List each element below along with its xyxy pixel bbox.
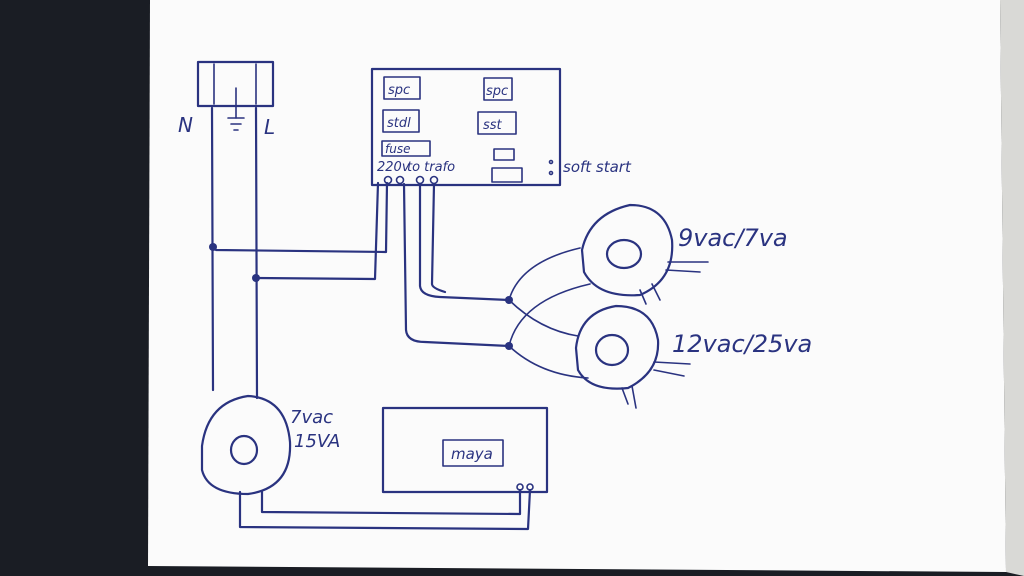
junction-neutral (209, 243, 217, 251)
maya-label: maya (451, 445, 493, 463)
toroid-transformer-12vac (574, 304, 691, 409)
toroid-3-voltage: 7vac (290, 407, 333, 428)
spc-box-right (483, 77, 513, 101)
controller-board (370, 67, 562, 187)
softstart-relay-small (493, 148, 515, 161)
paper-shadow-edge (1000, 0, 1024, 576)
stdl-label: stdl (387, 116, 411, 131)
toroid-2-rating: 12vac/25va (672, 330, 812, 358)
screw-terminal-2 (395, 175, 405, 185)
sst-label: sst (483, 118, 503, 133)
sst-box (477, 111, 517, 135)
line-wire (254, 106, 259, 400)
softstart-label: soft start (563, 158, 632, 176)
toroid-3-rating: 15VA (294, 431, 340, 452)
wire-trafo-a (418, 182, 511, 302)
toroid-1-rating: 9vac/7va (678, 224, 788, 252)
spc-label-right: spc (486, 84, 508, 99)
spc-label-left: spc (388, 83, 410, 98)
wire-trafo-c (402, 182, 511, 348)
wire-7vac-b (260, 488, 522, 516)
line-label: L (264, 115, 275, 139)
wire-trafo-b (430, 182, 447, 294)
fuse-box (381, 140, 431, 157)
toroid-transformer-7vac (200, 394, 292, 496)
wire-line-branch (254, 181, 380, 281)
stdl-box (382, 109, 420, 133)
softstart-relay-large (491, 167, 523, 183)
spc-box-left (383, 76, 421, 100)
junction-line (252, 274, 260, 282)
supply-voltage-label: 220v (377, 160, 410, 175)
wire-7vac-a (238, 488, 532, 531)
to-trafo-label: to trafo (407, 160, 455, 175)
paper-sheet (148, 0, 1006, 572)
fuse-label: fuse (385, 142, 410, 156)
neutral-label: N (178, 113, 193, 137)
mains-terminal-block (196, 60, 275, 131)
screw-terminal-1 (383, 175, 393, 185)
toroid-transformer-9vac (580, 203, 709, 305)
